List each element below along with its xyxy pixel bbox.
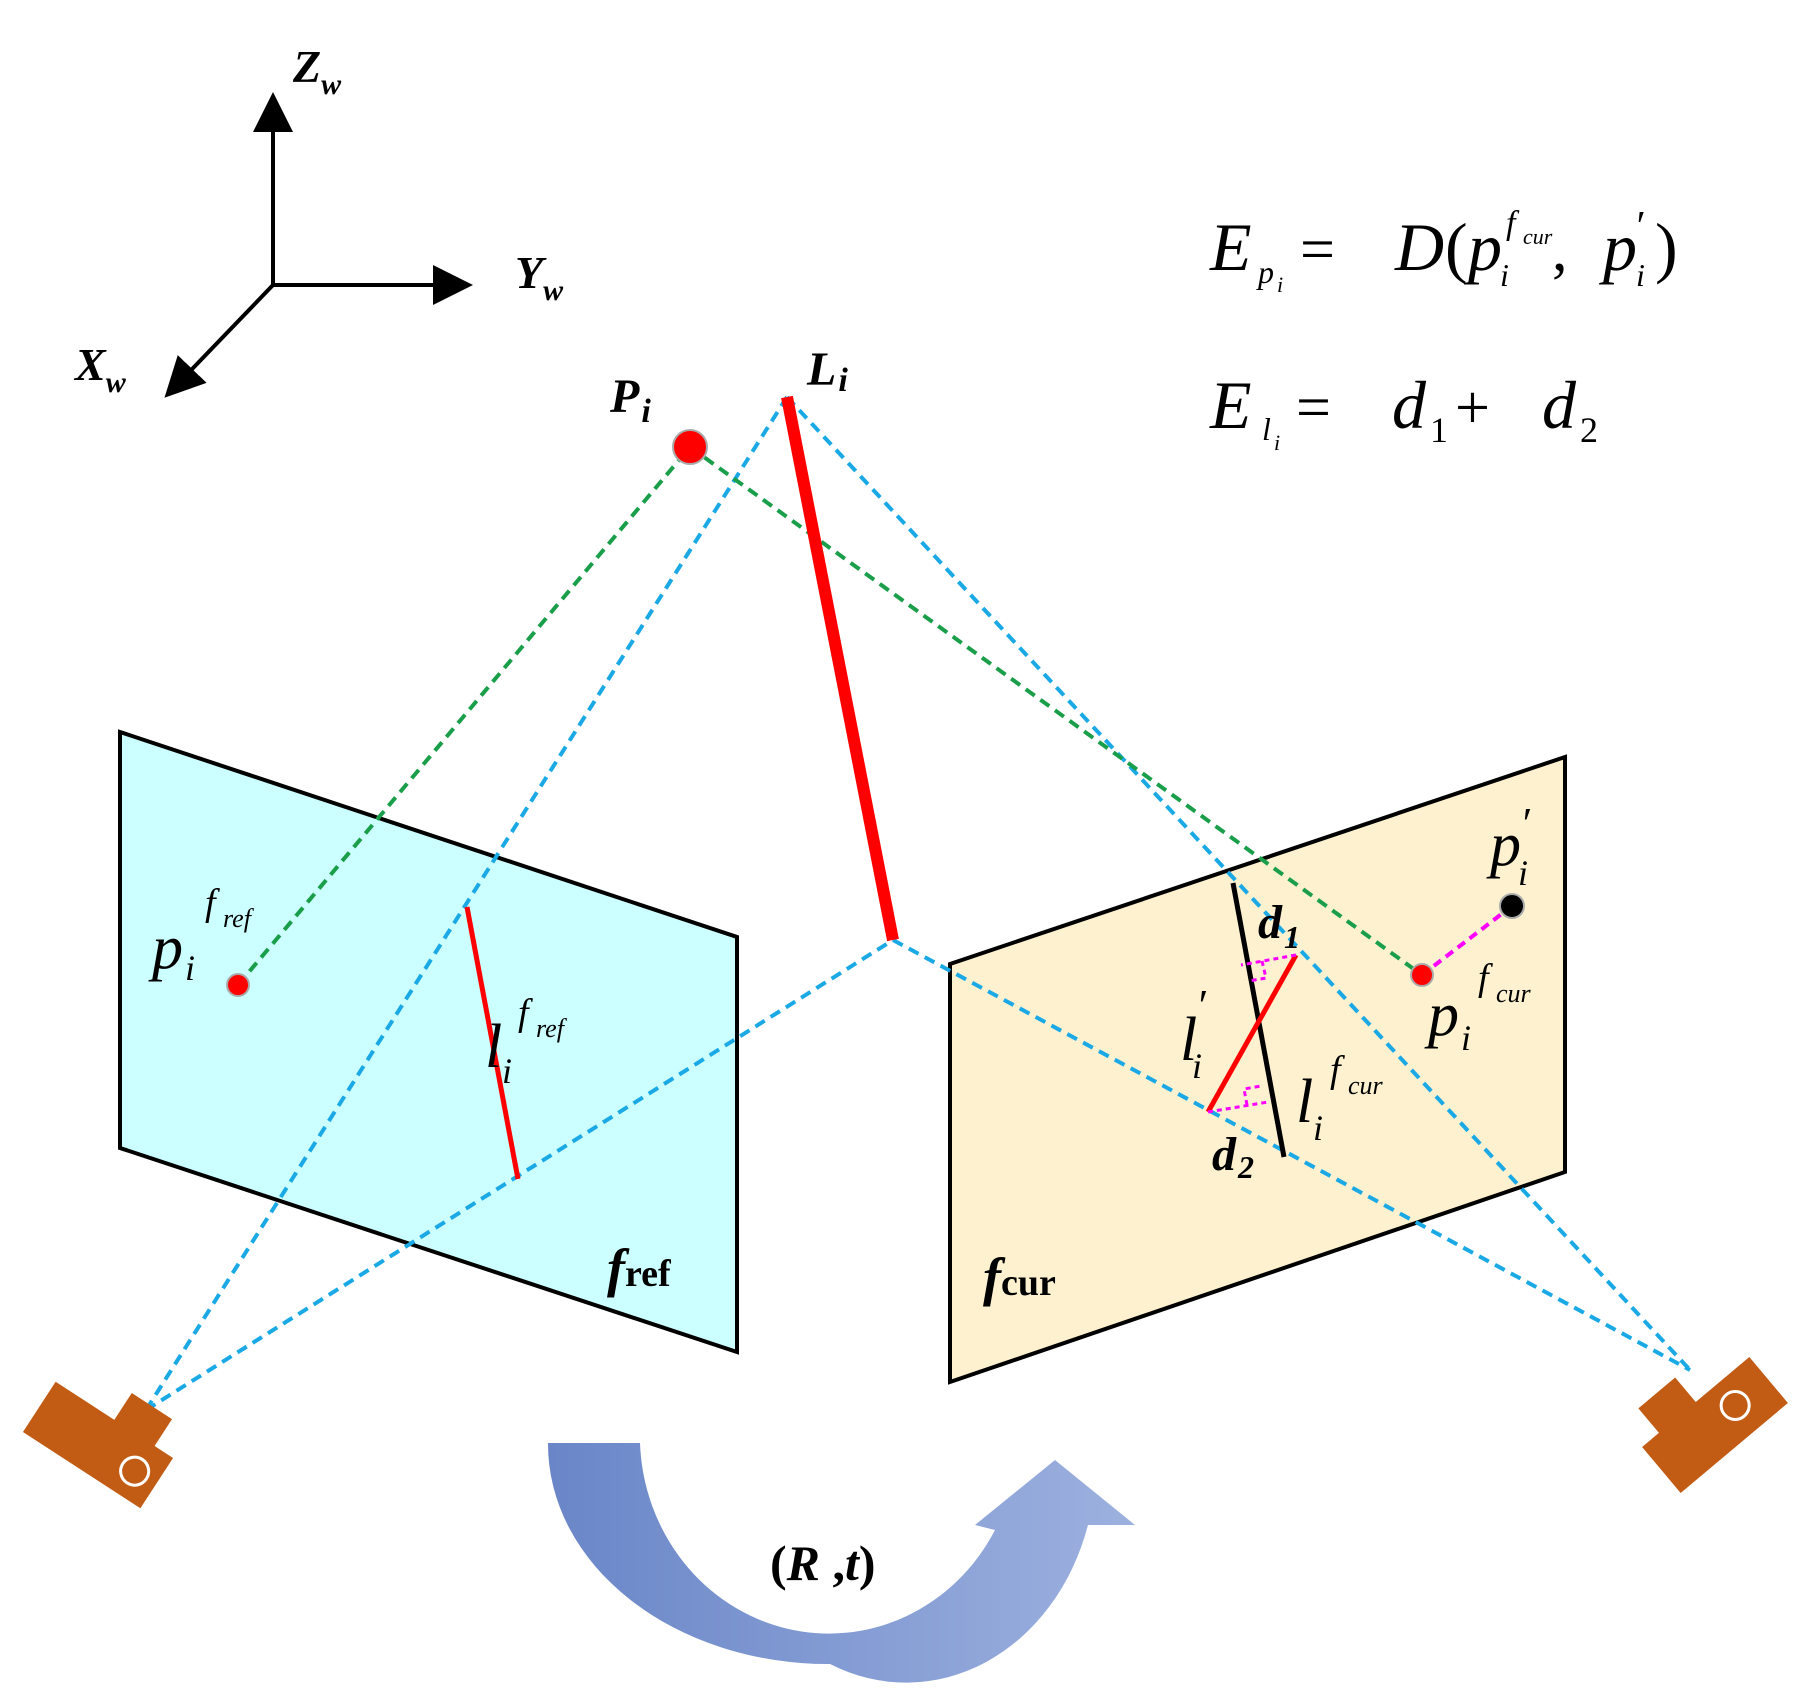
- svg-text:l: l: [1262, 411, 1271, 447]
- world-point: [672, 429, 708, 465]
- svg-text:i: i: [185, 948, 195, 988]
- d2-label: d 2: [1212, 1128, 1254, 1185]
- svg-text:E: E: [1209, 367, 1252, 443]
- world-line: [781, 395, 899, 942]
- reprojection-error: [1420, 904, 1514, 977]
- svg-text:i: i: [1500, 257, 1509, 293]
- svg-text:(: (: [1445, 209, 1468, 285]
- cur-projected-point: [1410, 963, 1434, 987]
- world-axes: Zw Yw Xw: [73, 41, 564, 399]
- d1-label: d 1: [1258, 896, 1300, 955]
- svg-text:i: i: [1636, 257, 1645, 293]
- line-error-equation: E l i = d 1 + d 2: [1209, 367, 1598, 455]
- svg-text:=: =: [1300, 216, 1335, 284]
- svg-text:i: i: [502, 1051, 512, 1091]
- motion-label: (R ,t): [770, 1535, 876, 1591]
- svg-text:i: i: [1518, 853, 1528, 893]
- svg-text:1: 1: [1284, 919, 1300, 955]
- ref-line: [464, 906, 521, 1180]
- point-error-equation: E p i = D ( p i f cur , p ′ i ): [1209, 204, 1678, 297]
- cur-observed-point: [1499, 893, 1525, 919]
- svg-text:p: p: [148, 914, 183, 982]
- svg-text:′: ′: [1634, 204, 1644, 250]
- cur-image-plane: [948, 754, 1567, 1385]
- y-axis-label: Yw: [515, 247, 564, 307]
- x-axis-label: Xw: [73, 339, 127, 399]
- svg-text:f: f: [1506, 205, 1520, 242]
- camera-ref: [22, 1381, 174, 1509]
- ref-point: [226, 973, 250, 997]
- svg-text:p: p: [1424, 981, 1459, 1049]
- cur-observed-point-label: p ′ i: [1486, 799, 1531, 893]
- world-point-label: Pi: [609, 370, 651, 430]
- svg-text:i: i: [1461, 1018, 1471, 1058]
- svg-text:p: p: [1464, 209, 1502, 285]
- ref-frame-label: fref: [607, 1238, 672, 1298]
- svg-text:l: l: [485, 1013, 502, 1081]
- svg-text:+: +: [1455, 374, 1490, 442]
- svg-text:l: l: [1180, 1006, 1197, 1074]
- svg-text:i: i: [1192, 1046, 1202, 1086]
- svg-text:cur: cur: [1496, 979, 1532, 1008]
- distance-markers: [1207, 953, 1297, 1114]
- svg-text:i: i: [1274, 430, 1280, 455]
- svg-text:ref: ref: [536, 1014, 568, 1043]
- svg-text:d: d: [1392, 367, 1427, 443]
- motion-arrow: [547, 1443, 1135, 1683]
- svg-text:1: 1: [1430, 410, 1448, 450]
- x-axis: [164, 283, 275, 398]
- svg-text:,: ,: [1552, 216, 1568, 284]
- z-axis-label: Zw: [292, 41, 342, 101]
- svg-text:2: 2: [1580, 410, 1598, 450]
- svg-text:): ): [1655, 209, 1678, 285]
- svg-text:E: E: [1209, 209, 1252, 285]
- svg-text:i: i: [1277, 272, 1283, 297]
- ref-point-label: p i f ref: [148, 882, 255, 988]
- svg-text:d: d: [1258, 896, 1283, 949]
- svg-text:cur: cur: [1348, 1071, 1384, 1100]
- svg-text:′: ′: [1520, 799, 1531, 848]
- svg-text:p: p: [1486, 811, 1521, 879]
- svg-text:d: d: [1542, 367, 1577, 443]
- svg-text:p: p: [1256, 254, 1274, 290]
- world-line-label: Li: [806, 343, 848, 399]
- cur-projected-line-label: l i f cur: [1296, 1049, 1384, 1148]
- svg-text:2: 2: [1237, 1149, 1254, 1185]
- svg-text:d: d: [1212, 1128, 1237, 1181]
- cur-observed-line: [1205, 953, 1299, 1114]
- svg-text:cur: cur: [1523, 224, 1553, 249]
- cur-observed-line-label: l ′ i: [1180, 981, 1207, 1086]
- svg-text:l: l: [1296, 1068, 1313, 1136]
- svg-text:i: i: [1313, 1108, 1323, 1148]
- camera-cur: [1638, 1357, 1788, 1493]
- cur-frame-label: fcur: [983, 1247, 1056, 1307]
- svg-text:′: ′: [1196, 981, 1207, 1030]
- svg-text:p: p: [1599, 209, 1637, 285]
- svg-text:D: D: [1394, 209, 1444, 285]
- svg-text:ref: ref: [223, 904, 255, 933]
- svg-text:=: =: [1296, 374, 1331, 442]
- ref-image-plane: [118, 729, 739, 1355]
